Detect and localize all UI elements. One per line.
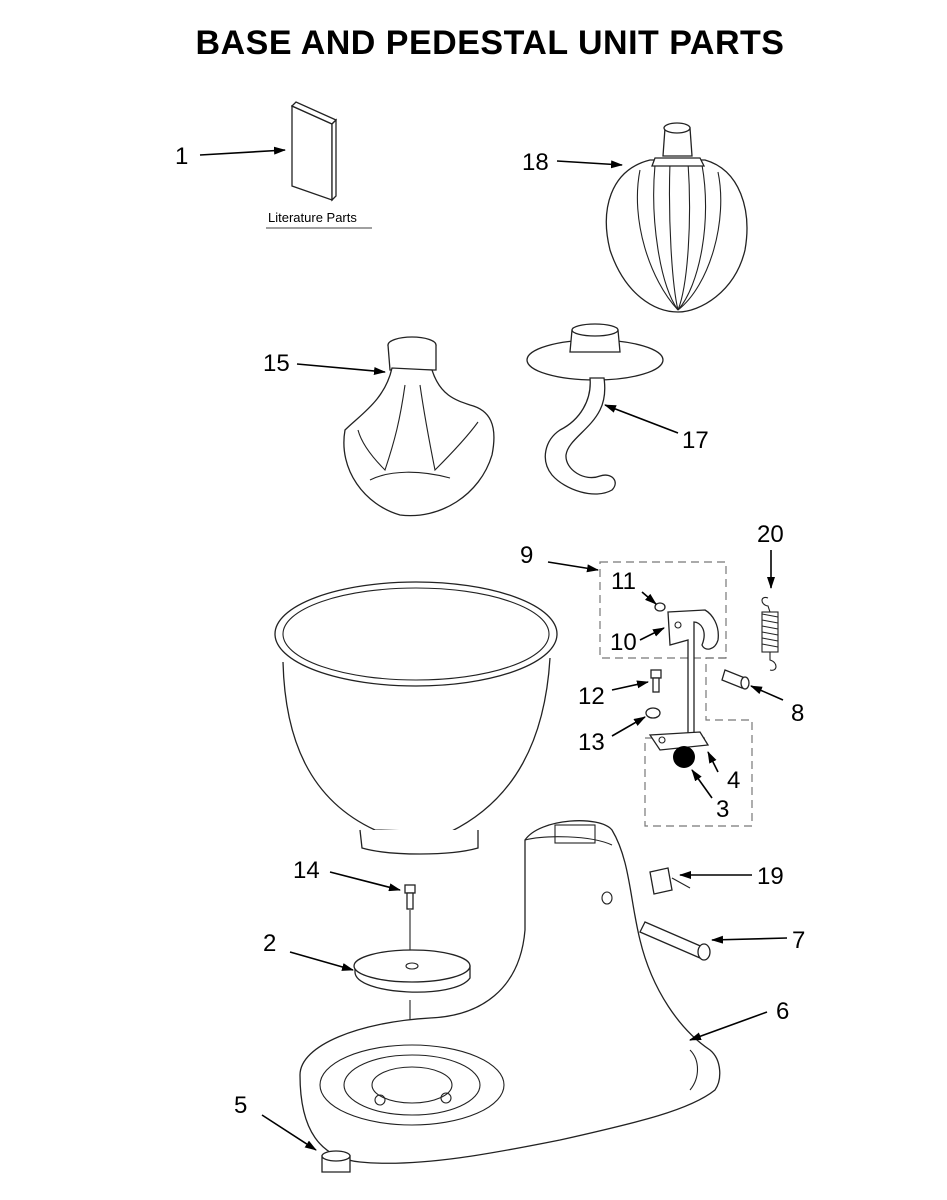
washer-part	[654, 602, 666, 612]
callout-20: 20	[757, 521, 784, 548]
callout-9: 9	[520, 542, 533, 569]
literature-parts-caption: Literature Parts	[268, 210, 357, 225]
screw-part	[650, 669, 662, 693]
callout-1: 1	[175, 143, 188, 170]
leader-arrows	[199, 146, 788, 1151]
callout-13: 13	[578, 729, 605, 756]
callout-17: 17	[682, 427, 709, 454]
lock-lever-plate	[648, 731, 710, 751]
callout-15: 15	[263, 350, 290, 377]
literature-part	[290, 101, 338, 202]
callout-8: 8	[791, 700, 804, 727]
hinge-pin-rod	[639, 921, 711, 961]
hinge-lever	[667, 609, 719, 741]
assembly-box-lower	[644, 657, 753, 827]
dough-hook	[526, 323, 664, 495]
speed-control-lock	[649, 867, 691, 895]
spring	[761, 596, 779, 671]
page-title: BASE AND PEDESTAL UNIT PARTS	[195, 24, 785, 62]
mixing-bowl	[274, 581, 558, 855]
callout-11: 11	[611, 568, 636, 595]
callout-18: 18	[522, 149, 549, 176]
callout-14: 14	[293, 857, 320, 884]
callout-10: 10	[610, 629, 637, 656]
callout-5: 5	[234, 1092, 247, 1119]
rubber-foot	[321, 1150, 351, 1173]
callout-2: 2	[263, 930, 276, 957]
callout-19: 19	[757, 863, 784, 890]
bowl-clamp-plate	[353, 949, 471, 1050]
callout-3: 3	[716, 796, 729, 823]
assembly-box-upper	[599, 561, 727, 659]
lever-knob	[673, 746, 695, 768]
wire-whip	[605, 122, 748, 313]
flat-beater	[343, 336, 495, 517]
lock-washer-part	[645, 707, 661, 719]
callout-6: 6	[776, 998, 789, 1025]
callout-12: 12	[578, 683, 605, 710]
pedestal-body	[299, 820, 721, 1164]
hinge-pin	[721, 669, 750, 690]
callout-7: 7	[792, 927, 805, 954]
callout-4: 4	[727, 767, 740, 794]
